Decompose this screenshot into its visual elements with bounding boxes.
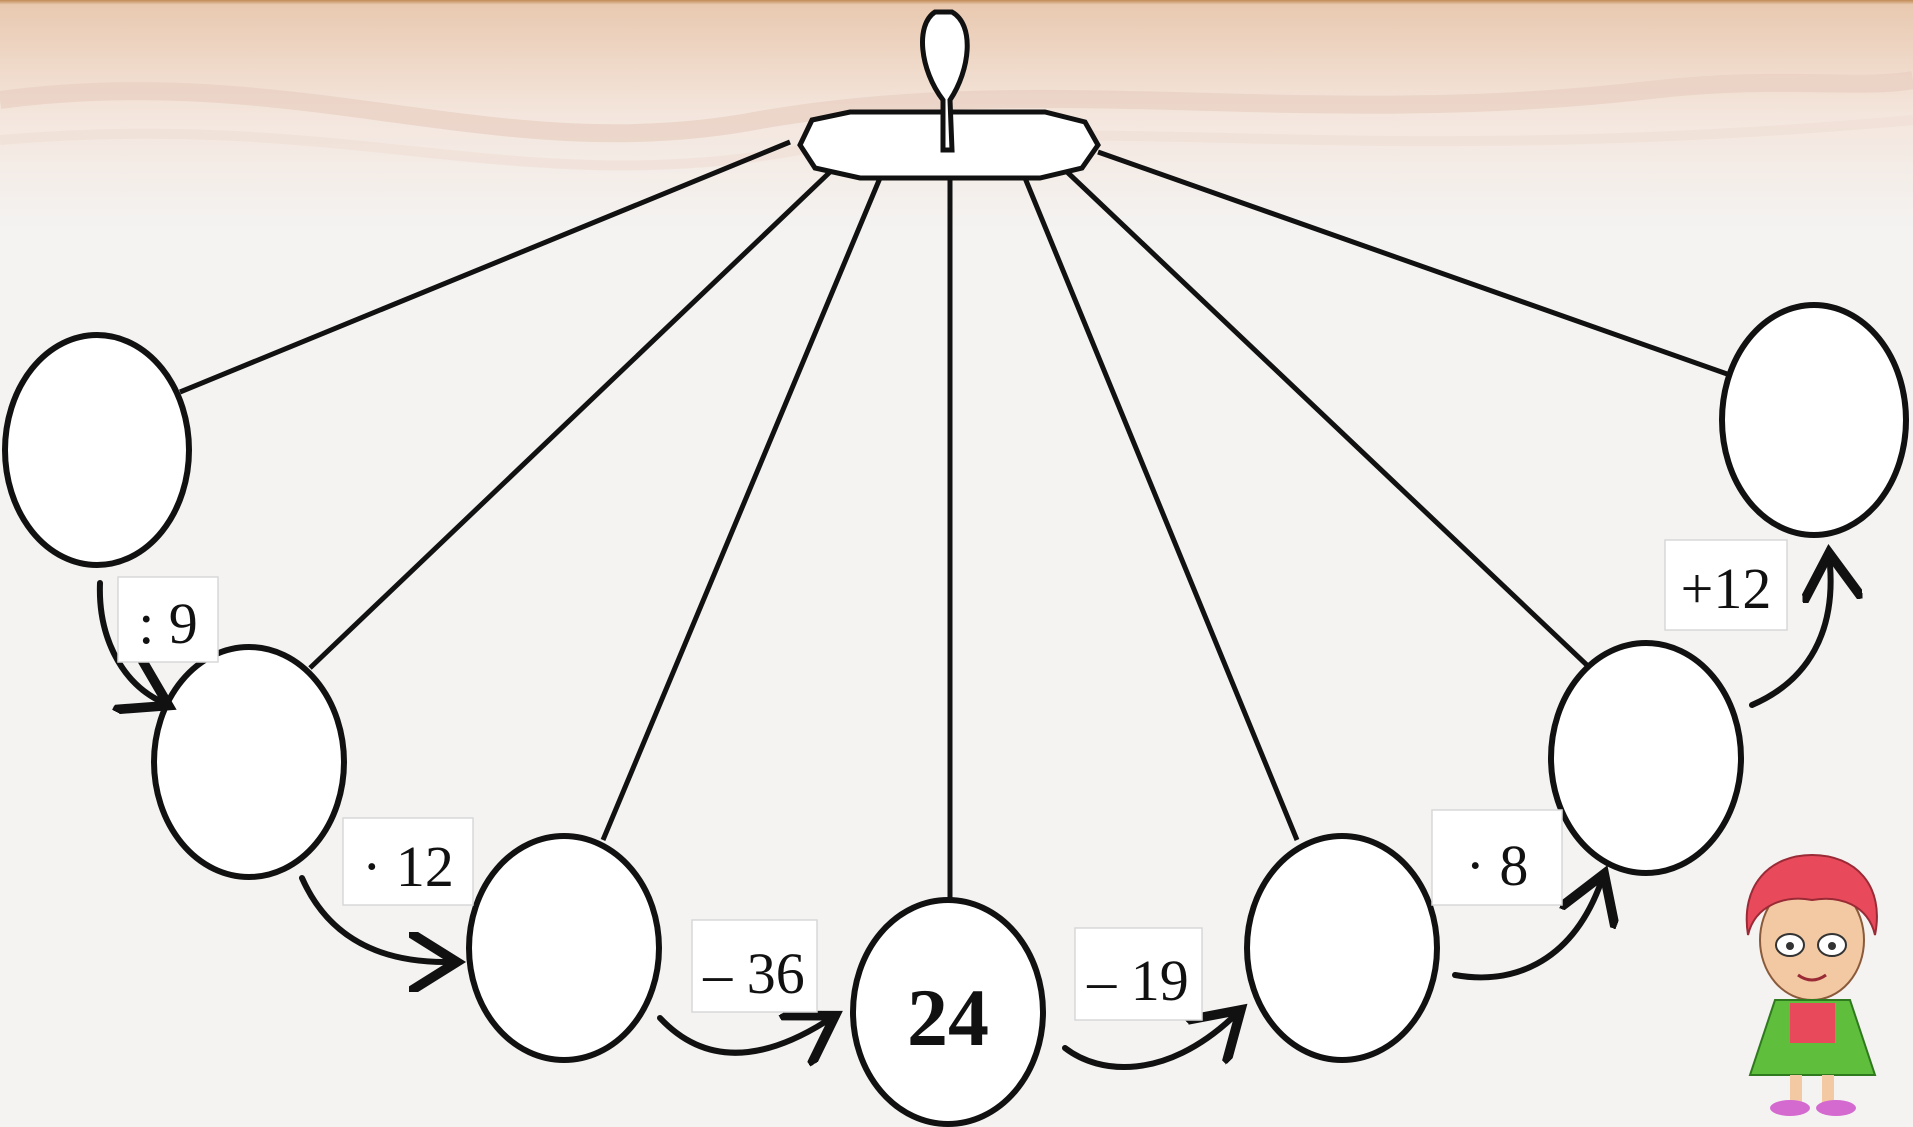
ropes bbox=[179, 139, 1731, 900]
op-right-2-box: · 8 bbox=[1431, 809, 1563, 906]
circle-center bbox=[850, 897, 1046, 1127]
rope-right-1 bbox=[1022, 177, 1300, 841]
op-right-3-box: +12 bbox=[1664, 539, 1788, 631]
circle-left-1 bbox=[466, 833, 662, 1063]
op-left-1: : 9 bbox=[138, 591, 198, 656]
center-value: 24 bbox=[907, 972, 989, 1063]
arrow-right-1-to-2 bbox=[1452, 885, 1600, 981]
circle-left-3 bbox=[2, 332, 192, 568]
circle-right-1 bbox=[1244, 833, 1440, 1063]
arrow-left-1-to-center bbox=[657, 1018, 825, 1053]
rope-left-2 bbox=[308, 170, 832, 670]
rope-right-3 bbox=[1097, 149, 1731, 378]
op-right-3: +12 bbox=[1681, 556, 1772, 621]
op-left-3-box: – 36 bbox=[691, 919, 818, 1013]
arrow-right-2-to-3 bbox=[1749, 565, 1831, 708]
arrow-center-to-right-1 bbox=[1062, 1018, 1232, 1070]
rope-right-2 bbox=[1063, 168, 1592, 670]
op-right-2: · 8 bbox=[1466, 833, 1529, 898]
rope-left-3 bbox=[179, 139, 791, 395]
hanger-top-icon bbox=[797, 9, 1101, 181]
circle-left-2 bbox=[151, 644, 347, 880]
decor-wave bbox=[0, 71, 1913, 143]
op-right-1: – 19 bbox=[1086, 948, 1189, 1013]
op-left-2-box: · 12 bbox=[342, 817, 474, 906]
girl-mascot-icon bbox=[1745, 853, 1878, 1116]
arrow-left-3-to-2 bbox=[96, 580, 158, 700]
circles bbox=[2, 302, 1909, 1127]
op-left-3: – 36 bbox=[702, 941, 805, 1006]
op-left-1-box: : 9 bbox=[117, 576, 219, 663]
arrow-left-2-to-1 bbox=[299, 875, 445, 962]
circle-right-3 bbox=[1719, 302, 1909, 538]
circle-right-2 bbox=[1548, 640, 1744, 876]
rope-left-1 bbox=[600, 177, 883, 841]
op-right-1-box: – 19 bbox=[1074, 927, 1203, 1021]
arrows bbox=[96, 565, 1831, 1070]
op-left-2: · 12 bbox=[362, 834, 454, 899]
